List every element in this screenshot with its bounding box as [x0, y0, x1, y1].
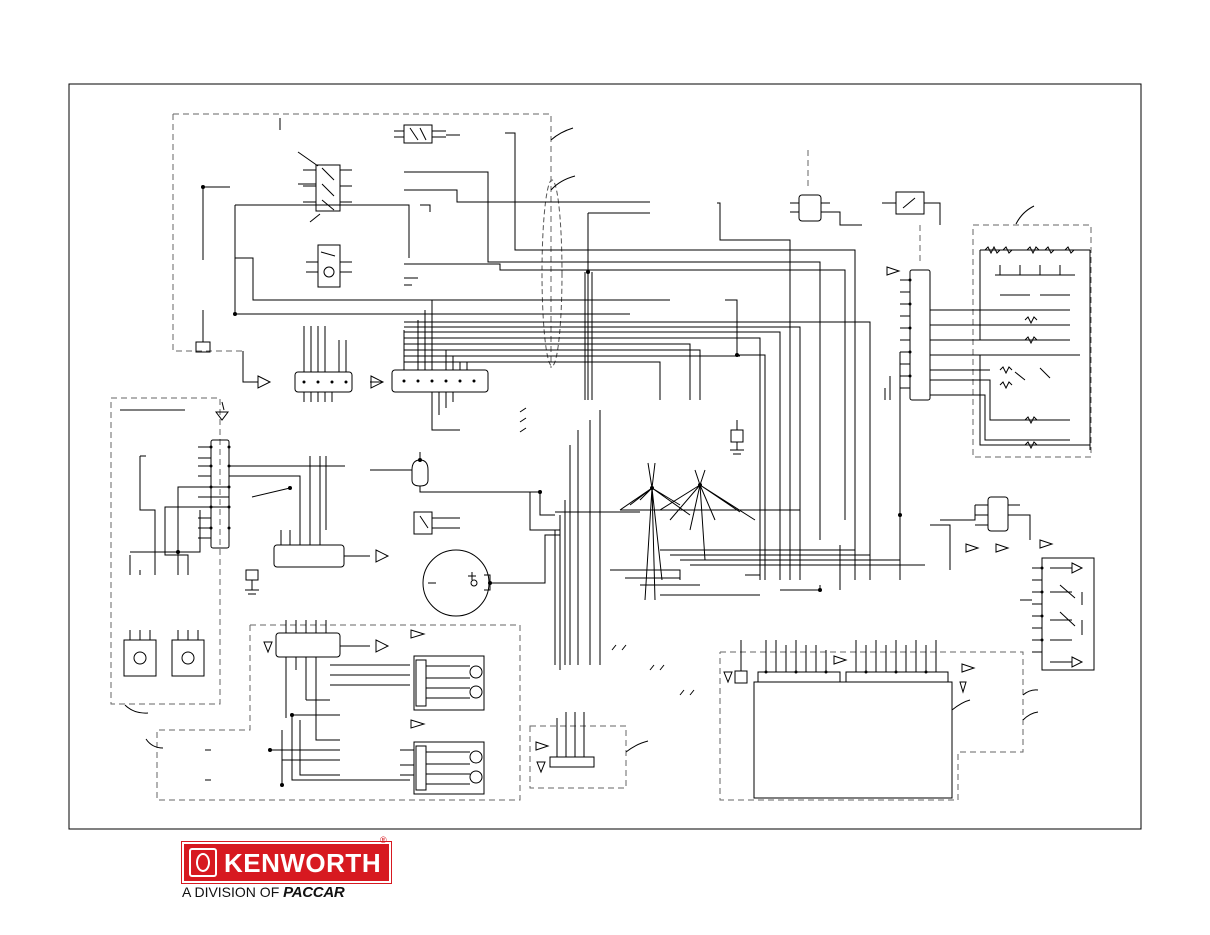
connector-icon [195, 341, 211, 353]
lamp-icon [413, 655, 485, 711]
division-prefix: A DIVISION OF [182, 884, 284, 900]
relay-icon [297, 151, 352, 223]
switch-block [1020, 557, 1095, 671]
connector-icon [535, 712, 595, 774]
resistor-icon [979, 245, 1091, 450]
leader-lines [124, 127, 1039, 753]
registered-mark: ® [380, 835, 387, 845]
middle-components [245, 452, 560, 617]
kenworth-logo: KENWORTH [182, 842, 391, 883]
connector-icon [273, 544, 345, 568]
module-boundaries [110, 113, 1092, 801]
connector-icon [757, 671, 841, 683]
connector-icon [257, 326, 353, 402]
horn-icon [171, 639, 205, 677]
connector-icon [909, 269, 931, 401]
division-brand: PACCAR [283, 884, 345, 901]
kenworth-emblem-icon [189, 848, 217, 877]
lamp-icon [413, 741, 485, 795]
relay-icon [413, 511, 433, 535]
relay-icon [394, 124, 446, 144]
kenworth-brand: KENWORTH ® A DIVISION OF PACCAR [182, 835, 392, 902]
lower-left-module [205, 620, 485, 795]
harness-bundle [541, 179, 563, 367]
left-module [120, 401, 345, 677]
ground-icon [245, 569, 259, 581]
ground-icon [730, 420, 744, 455]
schematic-border [68, 83, 1142, 830]
connector-icon [370, 300, 489, 431]
connector-icon [210, 439, 230, 549]
motor-icon [306, 244, 352, 288]
relay-icon [790, 194, 862, 226]
connector-icon [845, 671, 949, 683]
connector-icon [930, 496, 1054, 570]
splice-fan [554, 410, 925, 696]
top-module-wires [195, 118, 871, 580]
switch-icon [882, 191, 941, 225]
logo-wordmark: KENWORTH [224, 848, 382, 878]
ecu-module [723, 640, 976, 799]
horn-icon [123, 639, 157, 677]
division-tagline: A DIVISION OF PACCAR [182, 884, 345, 901]
connector-icon [275, 632, 341, 658]
junction-dots [176, 185, 1044, 787]
connector-right-wires [884, 279, 1080, 580]
fuse-icon [411, 459, 429, 487]
